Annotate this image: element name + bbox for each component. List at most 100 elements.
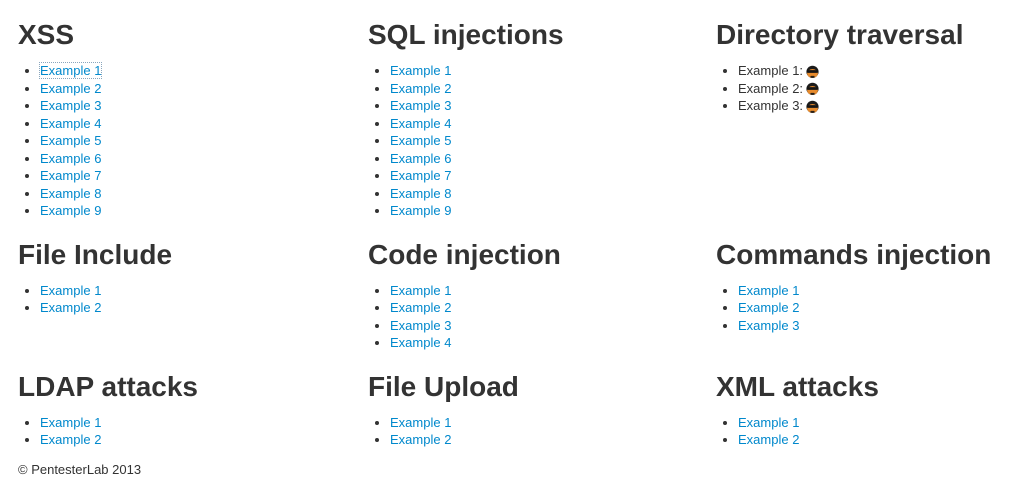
example-label: Example 3: <box>738 98 804 113</box>
list-item: Example 2 <box>40 299 368 317</box>
list-item: Example 1 <box>390 282 716 300</box>
example-link[interactable]: Example 6 <box>390 150 452 166</box>
list-item: Example 8 <box>40 185 368 203</box>
example-list: Example 1 Example 2 <box>18 282 368 317</box>
list-item: Example 2: <box>738 80 1006 98</box>
list-item: Example 2 <box>390 299 716 317</box>
list-item: Example 4 <box>390 334 716 352</box>
example-link[interactable]: Example 7 <box>390 168 452 183</box>
section-xml-attacks: XML attacksExample 1 Example 2 <box>716 370 1006 459</box>
list-item: Example 2 <box>390 80 716 98</box>
example-link[interactable]: Example 3 <box>390 98 452 113</box>
list-item: Example 1 <box>738 282 1006 300</box>
ninja-icon <box>806 100 819 113</box>
section-title: File Include <box>18 238 173 270</box>
list-item: Example 2 <box>40 431 368 449</box>
example-link[interactable]: Example 5 <box>390 133 452 148</box>
footer-copyright: © PentesterLab 2013 <box>18 461 142 477</box>
section-title: LDAP attacks <box>18 370 199 402</box>
section-title: Commands injection <box>716 238 992 270</box>
section-title: Directory traversal <box>716 19 964 50</box>
list-item: Example 3 <box>738 317 1006 335</box>
list-item: Example 1 <box>40 414 368 432</box>
section-title: XSS <box>18 19 75 50</box>
example-label: Example 1: <box>738 63 804 78</box>
section-file-include: File IncludeExample 1 Example 2 <box>18 238 368 327</box>
example-link[interactable]: Example 1 <box>38 62 103 79</box>
list-item: Example 1 <box>38 62 368 80</box>
list-item: Example 1 <box>40 282 368 300</box>
example-link[interactable]: Example 2 <box>390 300 452 315</box>
list-item: Example 5 <box>40 132 368 150</box>
list-item: Example 2 <box>738 431 1006 449</box>
section-directory-traversal: Directory traversalExample 1: Example 2:… <box>716 20 1006 125</box>
example-list: Example 1Example 2 Example 3 Example 4 Exam… <box>18 62 368 220</box>
list-item: Example 6 <box>40 150 368 168</box>
list-item: Example 5 <box>390 132 716 150</box>
example-link[interactable]: Example 9 <box>40 203 102 218</box>
section-title: Code injection <box>368 238 561 270</box>
example-link[interactable]: Example 4 <box>40 115 102 131</box>
example-link[interactable]: Example 2 <box>40 300 102 315</box>
ninja-icon <box>806 65 819 78</box>
example-link[interactable]: Example 1 <box>390 282 452 298</box>
list-item: Example 4 <box>40 115 368 133</box>
example-link[interactable]: Example 8 <box>390 185 452 201</box>
example-link[interactable]: Example 3 <box>738 317 800 333</box>
list-item: Example 1 <box>390 62 716 80</box>
example-list: Example 1 Example 2 Example 3 Example 4 Exam… <box>368 62 716 220</box>
example-link[interactable]: Example 9 <box>390 203 452 218</box>
section-title: SQL injections <box>368 19 564 50</box>
example-list: Example 1: Example 2: Example 3: <box>716 62 1006 115</box>
example-link[interactable]: Example 5 <box>40 133 102 148</box>
example-list: Example 1 Example 2 <box>18 414 368 449</box>
example-label: Example 2: <box>738 80 804 96</box>
example-link[interactable]: Example 4 <box>390 335 452 350</box>
list-item: Example 8 <box>390 185 716 203</box>
list-item: Example 1 <box>738 414 1006 432</box>
section-xss: XSSExample 1Example 2Example 3Example 4E… <box>18 20 368 230</box>
example-link[interactable]: Example 1 <box>390 63 452 78</box>
example-list: Example 1 Example 2 <box>716 414 1006 449</box>
sections-grid: XSSExample 1Example 2Example 3Example 4E… <box>18 20 1006 459</box>
section-ldap-attacks: LDAP attacksExample 1 Example 2 <box>18 370 368 459</box>
example-link[interactable]: Example 7 <box>40 168 102 183</box>
example-link[interactable]: Example 4 <box>390 115 452 131</box>
section-code-injection: Code injectionExample 1Example 2Example … <box>368 238 716 362</box>
section-title: XML attacks <box>716 370 879 402</box>
ninja-icon <box>806 82 819 95</box>
list-item: Example 3 <box>40 97 368 115</box>
list-item: Example 4 <box>390 115 716 133</box>
list-item: Example 2 <box>390 431 716 449</box>
list-item: Example 9 <box>40 202 368 220</box>
example-link[interactable]: Example 6 <box>40 150 102 166</box>
example-link[interactable]: Example 1 <box>390 414 452 430</box>
example-link[interactable]: Example 3 <box>390 317 452 333</box>
example-link[interactable]: Example 2 <box>40 80 102 96</box>
section-sql-injections: SQL injectionsExample 1Example 2Example … <box>368 20 716 230</box>
list-item: Example 3: <box>738 97 1006 115</box>
list-item: Example 2 <box>738 299 1006 317</box>
example-link[interactable]: Example 3 <box>40 98 102 113</box>
section-commands-injection: Commands injectionExample 1 Example 2 Exam… <box>716 238 1006 345</box>
example-link[interactable]: Example 2 <box>738 300 800 315</box>
list-item: Example 1: <box>738 62 1006 80</box>
section-file-upload: File UploadExample 1Example 2 <box>368 371 716 459</box>
list-item: Example 6 <box>390 150 716 168</box>
example-link[interactable]: Example 2 <box>40 432 102 447</box>
example-link[interactable]: Example 1 <box>738 414 800 430</box>
list-item: Example 9 <box>390 202 716 220</box>
list-item: Example 7 <box>40 167 368 185</box>
example-link[interactable]: Example 2 <box>390 80 452 96</box>
example-link[interactable]: Example 1 <box>40 414 102 430</box>
example-link[interactable]: Example 2 <box>738 432 800 447</box>
example-link[interactable]: Example 1 <box>40 282 102 298</box>
example-link[interactable]: Example 1 <box>738 282 800 298</box>
example-link[interactable]: Example 2 <box>390 432 452 447</box>
example-list: Example 1 Example 2 Example 3 Example 4 <box>368 282 716 352</box>
list-item: Example 3 <box>390 97 716 115</box>
example-list: Example 1 Example 2 <box>368 414 716 449</box>
list-item: Example 3 <box>390 317 716 335</box>
example-link[interactable]: Example 8 <box>40 185 102 201</box>
list-item: Example 2 <box>40 80 368 98</box>
